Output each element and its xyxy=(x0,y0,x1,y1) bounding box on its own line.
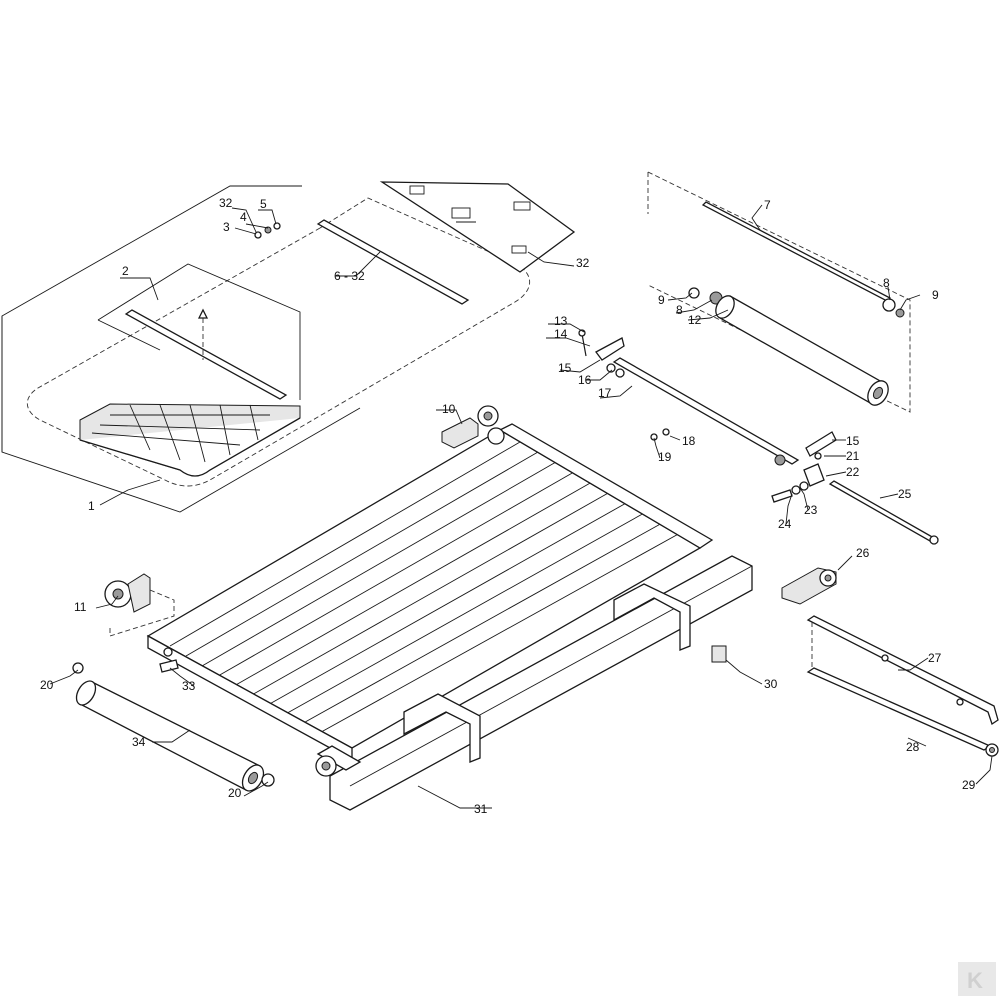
callout-19: 19 xyxy=(658,450,672,464)
callout-29: 29 xyxy=(962,778,976,792)
callout-8-left: 8 xyxy=(676,303,683,317)
callout-9-right: 9 xyxy=(932,288,939,302)
callout-20-right: 20 xyxy=(228,786,242,800)
callout-28: 28 xyxy=(906,740,920,754)
callout-22: 22 xyxy=(846,465,860,479)
callout-31: 31 xyxy=(474,802,488,816)
callout-17: 17 xyxy=(598,386,612,400)
upper-roller-group xyxy=(647,171,911,413)
belt-assembly xyxy=(1,185,531,513)
callout-27: 27 xyxy=(928,651,942,665)
callout-32-top: 32 xyxy=(219,196,233,210)
callout-10: 10 xyxy=(442,402,456,416)
callout-16: 16 xyxy=(578,373,592,387)
callout-8-right: 8 xyxy=(883,276,890,290)
callout-34: 34 xyxy=(132,735,146,749)
decal-sheet xyxy=(379,181,576,273)
bearing-bracket-top xyxy=(441,405,499,449)
brand-logo-text: K xyxy=(967,968,983,993)
callout-15-lower: 15 xyxy=(846,434,860,448)
leader-lines xyxy=(49,204,993,809)
tensioner-shaft-group xyxy=(578,329,939,545)
callout-5: 5 xyxy=(260,197,267,211)
callout-30: 30 xyxy=(764,677,778,691)
callout-12: 12 xyxy=(688,313,702,327)
callout-18: 18 xyxy=(682,434,696,448)
lower-roller xyxy=(72,662,275,792)
spacer-block xyxy=(711,645,727,663)
bolt-part xyxy=(159,647,179,673)
callout-11: 11 xyxy=(74,600,87,614)
brand-logo: K xyxy=(958,962,996,996)
callout-7: 7 xyxy=(764,198,771,212)
callout-32: 32 xyxy=(576,256,590,270)
callout-14: 14 xyxy=(554,327,568,341)
callout-9-left: 9 xyxy=(658,293,665,307)
chassis-frame xyxy=(315,427,753,811)
guide-block xyxy=(781,567,837,605)
side-rails xyxy=(806,615,999,757)
callout-33: 33 xyxy=(182,679,196,693)
callout-21: 21 xyxy=(846,449,860,463)
callout-3: 3 xyxy=(223,220,230,234)
bearing-bracket-left xyxy=(104,573,175,637)
callout-15-top: 15 xyxy=(558,361,572,375)
callout-4: 4 xyxy=(240,210,247,224)
callout-24: 24 xyxy=(778,517,792,531)
callout-26: 26 xyxy=(856,546,870,560)
callout-20-left: 20 xyxy=(40,678,54,692)
callout-labels: 1 2 32 3 4 5 6 - 32 32 7 8 9 9 8 12 13 1… xyxy=(40,196,976,816)
callout-13: 13 xyxy=(554,314,568,328)
callout-25: 25 xyxy=(898,487,912,501)
callout-2: 2 xyxy=(122,264,129,278)
callout-23: 23 xyxy=(804,503,818,517)
callout-1: 1 xyxy=(88,499,95,513)
slatted-deck xyxy=(146,423,714,762)
callout-6-32: 6 - 32 xyxy=(334,269,365,283)
